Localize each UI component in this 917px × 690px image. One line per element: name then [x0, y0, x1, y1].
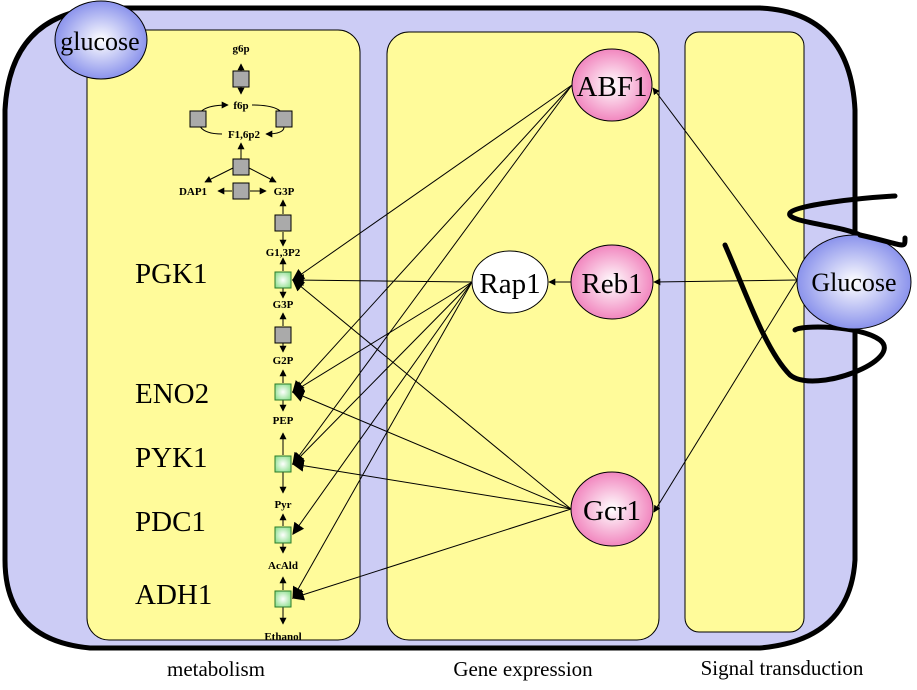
enzyme-node-eno2[interactable] [274, 383, 292, 401]
edge-gcr1-to-eno2 [291, 390, 572, 510]
edge-gcr1-to-pyk1 [291, 459, 572, 510]
edge-gcr1-to-adh1 [291, 508, 572, 601]
edge-rap1-to-pyk1 [292, 281, 473, 465]
metabolite-label: F1,6p2 [228, 129, 261, 141]
receptor-coil-front [857, 232, 908, 248]
gene-label-pgk1[interactable]: PGK1 [135, 258, 208, 290]
enzyme-node-adh1[interactable] [274, 590, 292, 608]
metabolite-label: G2P [273, 355, 294, 367]
edge-glucose-to-abf1 [652, 87, 798, 281]
metabolite-label: G3P [273, 299, 294, 311]
enzyme-node-pgi[interactable] [232, 70, 250, 88]
node-abf1[interactable]: ABF1 [571, 48, 653, 122]
node-rap1-label: Rap1 [479, 268, 540, 300]
edge-glucose-to-gcr1 [653, 279, 798, 513]
node-gcr1-label: Gcr1 [583, 495, 641, 527]
node-abf1-label: ABF1 [577, 71, 648, 103]
gene-label-adh1[interactable]: ADH1 [135, 579, 212, 611]
enzyme-node-pdc1[interactable] [274, 526, 292, 544]
node-reb1[interactable]: Reb1 [570, 244, 654, 320]
gene-label-pyk1[interactable]: PYK1 [135, 442, 208, 474]
external-glucose[interactable]: glucose [54, 0, 148, 80]
edge-gcr1-to-pgk1 [292, 279, 572, 510]
edge-abf1-to-pgk1 [292, 84, 573, 281]
external-glucose-label: glucose [60, 27, 139, 56]
metabolite-label: Pyr [274, 499, 291, 511]
metabolite-label: DAP1 [179, 186, 207, 198]
edge-rap1-to-adh1 [292, 281, 473, 600]
regulator-nodes: ABF1 Reb1 Rap1 Gcr1 [471, 48, 654, 547]
enzyme-node-pyk1[interactable] [274, 455, 292, 473]
enzyme-node-fbp[interactable] [275, 110, 293, 128]
edge-abf1-to-eno2 [292, 84, 573, 393]
node-gcr1[interactable]: Gcr1 [570, 471, 654, 547]
metabolism-panel [86, 29, 361, 641]
gene-labels: PGK1 ENO2 PYK1 PDC1 ADH1 [135, 258, 212, 611]
metabolite-label: Ethanol [264, 631, 301, 643]
metabolite-label: PEP [273, 415, 294, 427]
edge-glucose-to-reb1 [653, 278, 798, 286]
caption-gene-expression: Gene expression [453, 657, 593, 681]
regulatory-edges [291, 84, 798, 601]
caption-metabolism: metabolism [167, 657, 265, 681]
edge-rap1-to-pdc1 [292, 281, 473, 535]
edge-rap1-to-pgk1 [291, 274, 473, 287]
metabolite-label: f6p [233, 100, 248, 112]
metabolite-label: g6p [232, 43, 249, 55]
gene-expression-panel [386, 31, 660, 641]
gene-label-pdc1[interactable]: PDC1 [135, 506, 206, 538]
node-glucose-receptor[interactable]: Glucose [796, 234, 912, 330]
node-rap1[interactable]: Rap1 [471, 250, 549, 314]
node-reb1-label: Reb1 [581, 268, 642, 300]
metabolite-labels: g6p f6p F1,6p2 DAP1 G3P G1,3P2 G3P G2P P… [179, 43, 302, 643]
enzyme-node-aldolase[interactable] [232, 158, 250, 176]
enzyme-node-gpm[interactable] [274, 326, 292, 344]
metabolite-label: G1,3P2 [266, 247, 301, 259]
edge-abf1-to-pyk1 [292, 84, 573, 465]
enzyme-node-pfk[interactable] [189, 110, 207, 128]
caption-signal-transduction: Signal transduction [701, 656, 864, 680]
gene-label-eno2[interactable]: ENO2 [135, 378, 209, 410]
enzyme-node-pgk1[interactable] [274, 271, 292, 289]
enzyme-node-gapdh[interactable] [274, 214, 292, 232]
metabolite-label: AcAld [268, 560, 298, 572]
edge-rap1-to-eno2 [291, 281, 473, 393]
signal-transduction-panel [684, 31, 805, 633]
enzyme-node-tpi[interactable] [232, 182, 250, 200]
enzyme-nodes [189, 70, 293, 608]
glucose-receptor-label: Glucose [811, 268, 896, 297]
metabolite-label: G3P [274, 186, 295, 198]
